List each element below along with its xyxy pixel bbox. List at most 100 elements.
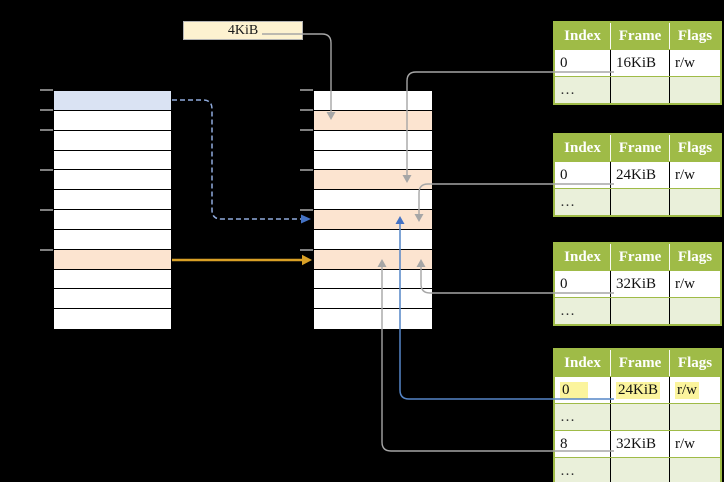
pt-header-cell: Flags [669, 23, 720, 49]
pt-cell [610, 189, 669, 215]
pt-header-cell: Index [555, 350, 610, 376]
virtual-page-row-10 [54, 289, 171, 310]
pt-cell: … [555, 458, 610, 482]
pt-ellipsis-row: … [555, 297, 720, 324]
pt-cell [610, 298, 669, 324]
pt-cell: … [555, 404, 610, 430]
physical-frame-row-10 [314, 289, 432, 310]
pt-cell: 0 [555, 377, 610, 403]
physical-address-tick [300, 89, 313, 91]
highlighted-value: 24KiB [616, 381, 661, 399]
pt-ellipsis-row: … [555, 457, 720, 482]
pt-cell [610, 404, 669, 430]
pt-header-cell: Flags [669, 135, 720, 161]
virtual-page-row-4 [54, 170, 171, 191]
arrow-vpage8-to-frame-32k [172, 254, 312, 266]
physical-address-tick [300, 209, 313, 211]
page-size-box: 4KiB [183, 21, 303, 40]
virtual-address-tick [40, 89, 53, 91]
pt-cell: r/w [669, 271, 720, 297]
physical-frame-row-8 [314, 249, 432, 270]
physical-address-tick [300, 169, 313, 171]
virtual-page-row-3 [54, 150, 171, 171]
pt-cell: 0 [560, 166, 568, 183]
pt-cell: 32KiB [610, 271, 669, 297]
pt-cell [669, 404, 720, 430]
virtual-memory-column [53, 90, 172, 330]
pt-cell [610, 77, 669, 103]
pt-header-cell: Index [555, 135, 610, 161]
pt-cell: r/w [669, 377, 720, 403]
pt-header-cell: Flags [669, 244, 720, 270]
virtual-page-row-5 [54, 190, 171, 210]
pt-cell: … [555, 189, 610, 215]
virtual-page-row-11 [54, 309, 171, 329]
pt-cell: 8 [560, 435, 568, 452]
virtual-address-tick [40, 109, 53, 111]
pt-cell: … [555, 77, 610, 103]
pt-cell: r/w [669, 50, 720, 76]
highlighted-value: 0 [560, 381, 588, 399]
virtual-page-row-2 [54, 130, 171, 151]
pt-cell: r/w [669, 431, 720, 457]
virtual-page-row-9 [54, 269, 171, 290]
physical-frame-row-5 [314, 190, 432, 210]
pt-header-cell: Index [555, 244, 610, 270]
pt-ellipsis-row: … [555, 403, 720, 430]
highlighted-value: r/w [675, 381, 699, 399]
pt-header-cell: Flags [669, 350, 720, 376]
pt-cell: 32KiB [610, 431, 669, 457]
pt-header-cell: Frame [610, 350, 669, 376]
physical-frame-row-6 [314, 210, 432, 230]
pt-header-cell: Frame [610, 244, 669, 270]
arrow-vpage0-to-frame-24k [172, 99, 311, 224]
virtual-address-tick [40, 169, 53, 171]
pt-header-cell: Frame [610, 135, 669, 161]
pt-cell: r/w [669, 162, 720, 188]
physical-memory-column [313, 90, 433, 330]
physical-frame-row-4 [314, 170, 432, 191]
page-size-label: 4KiB [227, 22, 259, 38]
physical-frame-row-11 [314, 309, 432, 329]
pt-cell [669, 458, 720, 482]
virtual-page-row-0 [54, 91, 171, 111]
physical-address-tick [300, 249, 313, 251]
physical-frame-row-9 [314, 269, 432, 290]
pt-cell: 0 [560, 54, 568, 71]
pt-cell: 0 [560, 275, 568, 292]
pt-header-cell: Index [555, 23, 610, 49]
pt-cell [669, 189, 720, 215]
pt-cell: 24KiB [610, 162, 669, 188]
virtual-page-row-8 [54, 249, 171, 270]
pt-header-cell: Frame [610, 23, 669, 49]
virtual-page-row-7 [54, 229, 171, 250]
pt-cell [669, 298, 720, 324]
physical-address-tick [300, 109, 313, 111]
pt-cell: 16KiB [610, 50, 669, 76]
pt-entry-row: 0 24KiB r/w [555, 376, 720, 403]
virtual-address-tick [40, 209, 53, 211]
pt-cell [610, 458, 669, 482]
pt-cell: … [555, 298, 610, 324]
physical-frame-row-1 [314, 110, 432, 131]
virtual-page-row-1 [54, 110, 171, 131]
pt-cell: 24KiB [610, 377, 669, 403]
physical-frame-row-0 [314, 91, 432, 111]
physical-address-tick [300, 129, 313, 131]
physical-frame-row-7 [314, 229, 432, 250]
pt-ellipsis-row: … [555, 188, 720, 215]
virtual-address-tick [40, 129, 53, 131]
